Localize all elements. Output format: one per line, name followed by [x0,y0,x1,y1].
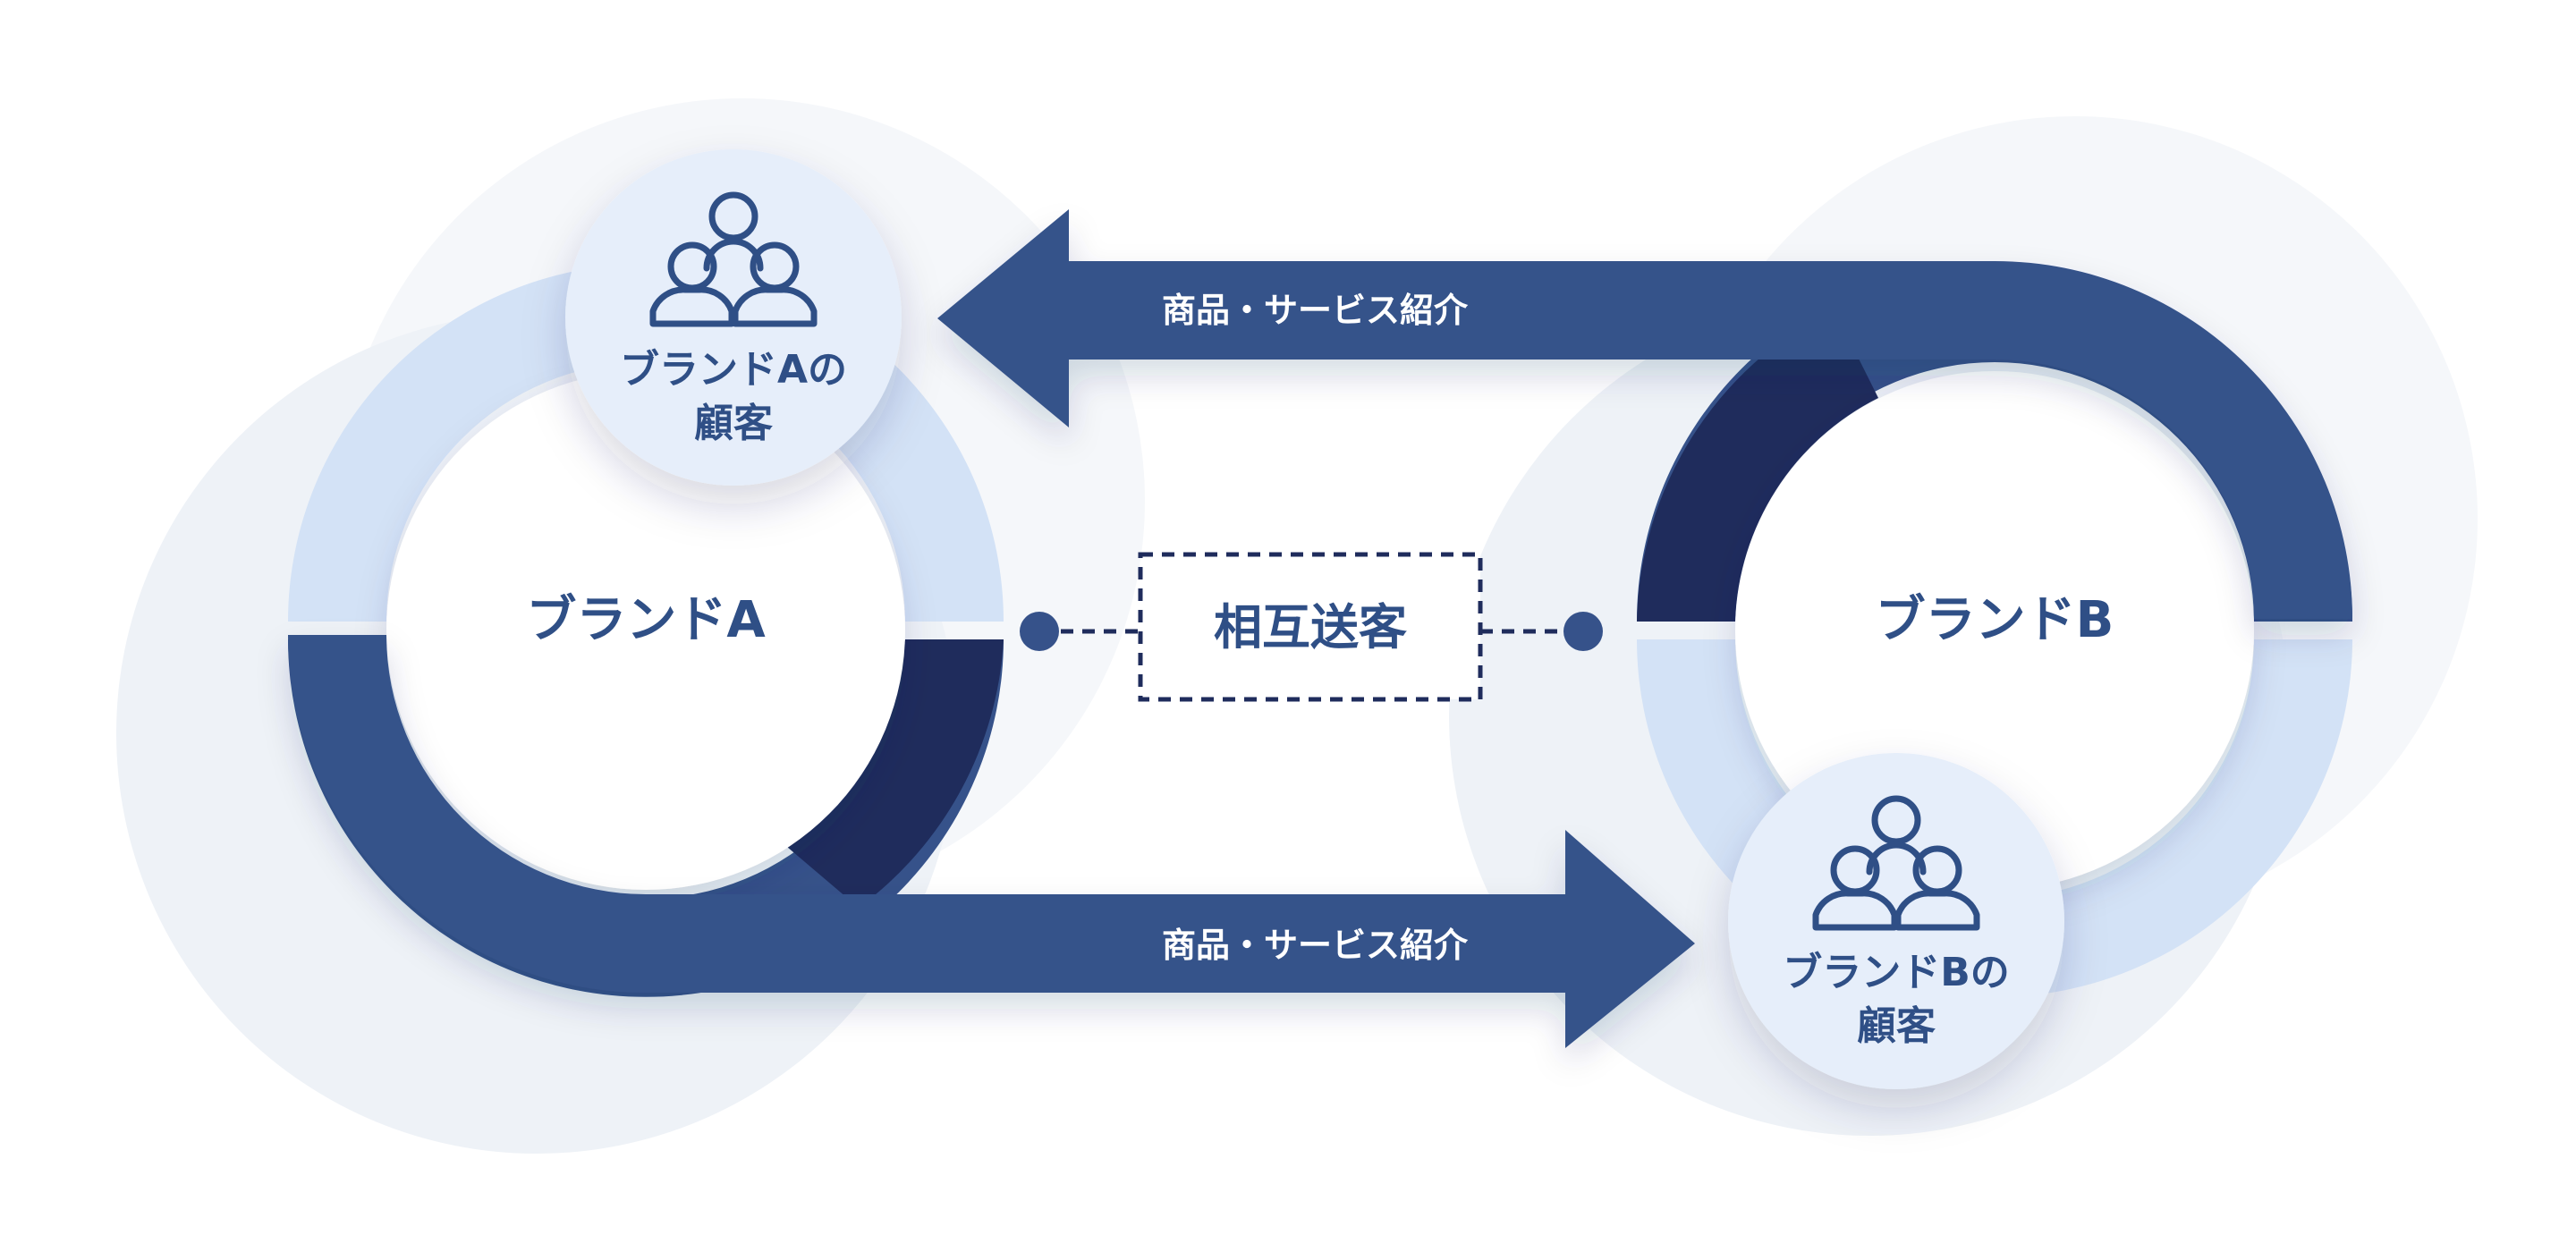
brand-b-label: ブランドB [1876,591,2114,649]
customer-a-label-line1: ブランドAの [620,347,847,393]
brand-b-ring-shade [1637,309,1878,622]
mutual-referral-box [1138,552,1483,702]
customer-b-label-line1: ブランドBの [1783,950,2010,995]
bottom-arrow-body [288,635,1695,1048]
top-arrow-label: 商品・サービス紹介 [1162,291,1469,330]
customer-a-label-line2: 顧客 [694,401,773,446]
bottom-arrow: 商品・サービス紹介 [288,635,1695,1048]
people-group-icon [1812,795,1980,931]
people-group-icon [649,191,818,327]
customer-b-label-line2: 顧客 [1857,1003,1936,1049]
mutual-referral-label: 相互送客 [1214,599,1407,656]
brand-a-core [386,371,905,890]
customer-a-badge: ブランドAの 顧客 [565,149,902,486]
top-arrow: 商品・サービス紹介 [937,209,2352,619]
customer-b-badge: ブランドBの 顧客 [1728,753,2064,1089]
connector-dot-right [1563,612,1603,651]
connector-dot-left [1020,612,1059,651]
brand-a-ring-shade [769,639,1004,908]
bottom-arrow-label: 商品・サービス紹介 [1162,926,1469,965]
mutual-referral-connector: 相互送客 [1020,552,1603,702]
top-arrow-body [937,209,2352,619]
brand-a-label: ブランドA [526,591,766,649]
